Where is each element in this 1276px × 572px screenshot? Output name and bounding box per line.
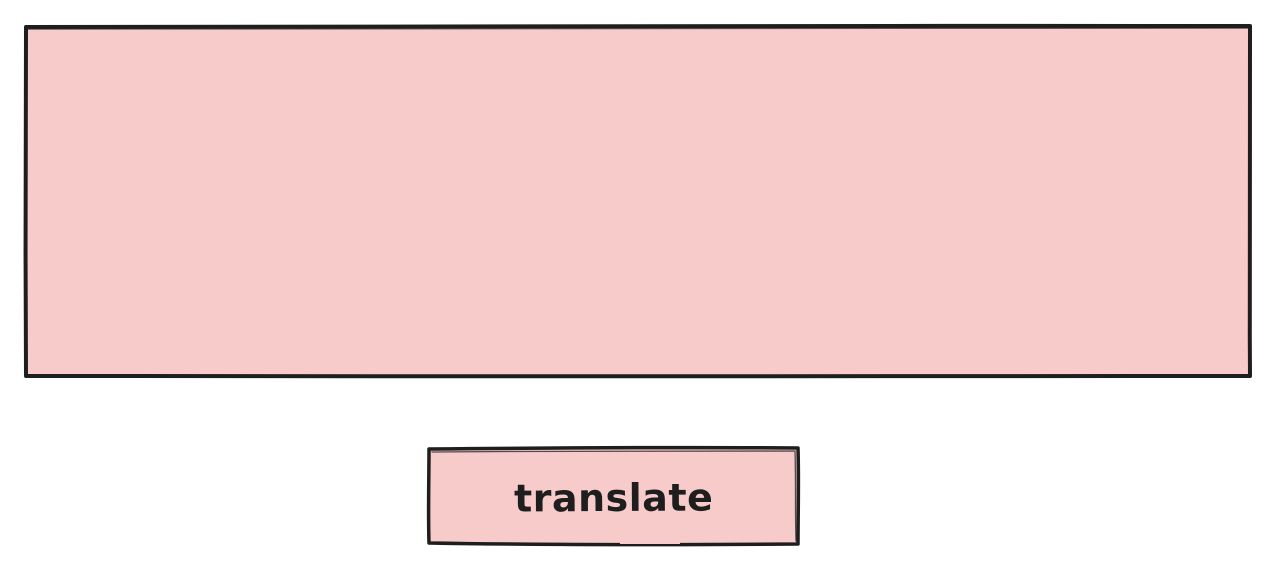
- translate-button[interactable]: translate: [428, 447, 800, 545]
- translate-button-label: translate: [514, 475, 714, 521]
- text-input-area[interactable]: [25, 25, 1251, 377]
